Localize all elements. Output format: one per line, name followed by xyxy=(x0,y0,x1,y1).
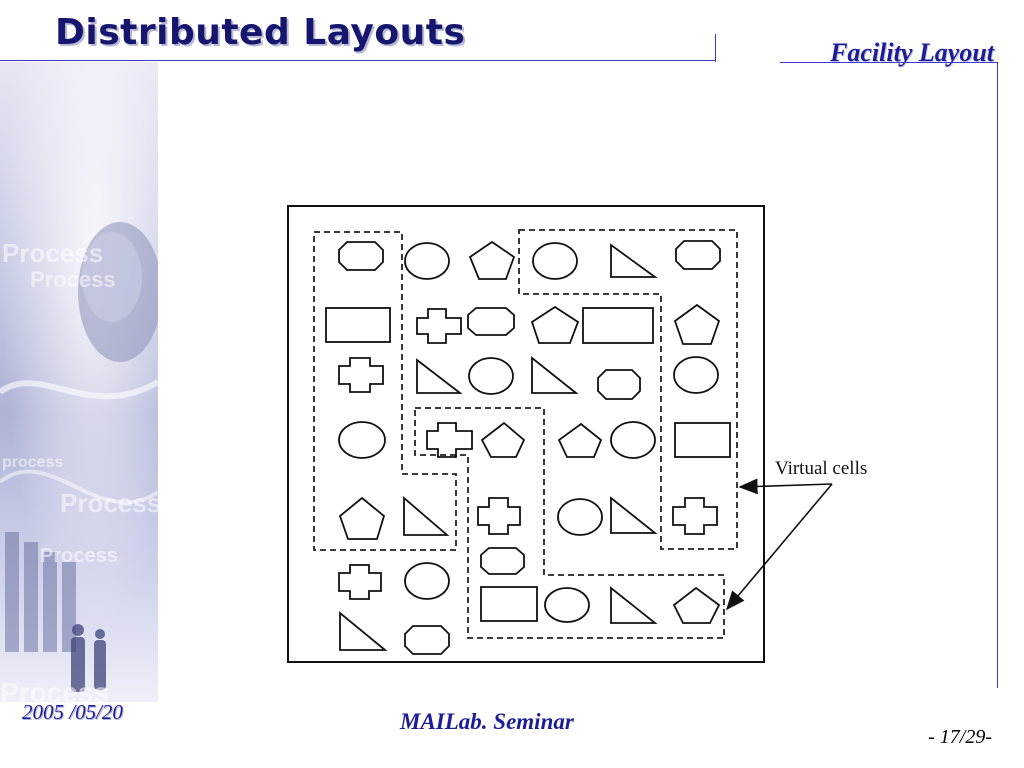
virtual-cells-label: Virtual cells xyxy=(775,458,867,479)
machine-octagon xyxy=(480,547,525,575)
machine-octagon xyxy=(597,369,641,400)
footer-seminar-label: MAILab. Seminar xyxy=(400,709,574,734)
machine-pentagon xyxy=(530,305,580,344)
machine-octagon xyxy=(338,241,384,271)
machine-cross xyxy=(338,357,384,393)
plant-boundary xyxy=(287,205,765,663)
machine-cross xyxy=(672,497,718,535)
watermark-text: Process xyxy=(40,545,118,567)
watermark-text: Process xyxy=(30,267,116,292)
annotation-arrow xyxy=(725,483,833,611)
machine-circle xyxy=(673,356,719,394)
machine-pentagon xyxy=(338,496,386,540)
machine-circle xyxy=(338,421,386,459)
machine-pentagon xyxy=(557,422,603,458)
machine-pentagon xyxy=(673,303,721,345)
watermark-text: Process xyxy=(60,488,158,518)
watermark-text: process xyxy=(2,454,63,471)
machine-pentagon xyxy=(468,240,516,280)
layout-diagram-svg: Virtual cells xyxy=(287,205,867,663)
machine-triangle xyxy=(416,358,463,394)
virtual-cell xyxy=(518,229,738,550)
right-margin-rule xyxy=(997,62,998,688)
machine-pentagon xyxy=(480,421,526,458)
watermark-text: Process xyxy=(0,677,109,702)
machine-pentagon xyxy=(672,586,721,624)
machine-triangle xyxy=(610,586,658,624)
machine-circle xyxy=(544,587,590,623)
machine-circle xyxy=(404,562,450,600)
machine-octagon xyxy=(467,307,515,336)
process-collage-image: Process Process process Process Process … xyxy=(0,62,158,702)
header-right-rule xyxy=(780,62,998,63)
machine-rectangle xyxy=(325,307,391,343)
distributed-layout-diagram: Virtual cells xyxy=(284,200,904,675)
machine-cross xyxy=(426,422,473,458)
machine-triangle xyxy=(531,356,579,394)
slide-date: 2005 /05/20 xyxy=(22,700,123,724)
machine-rectangle xyxy=(480,586,538,622)
machine-rectangle xyxy=(582,307,654,344)
annotation-arrow xyxy=(738,478,833,495)
machine-circle xyxy=(557,498,603,536)
machine-triangle xyxy=(339,611,388,651)
virtual-cell xyxy=(414,407,725,639)
slide-title: Distributed Layouts xyxy=(55,12,466,53)
machine-octagon xyxy=(404,625,450,655)
machine-symbols xyxy=(325,240,731,655)
machine-cross xyxy=(477,497,521,535)
section-label: Facility Layout xyxy=(830,38,994,67)
machine-triangle xyxy=(610,496,658,534)
header-divider-tick xyxy=(715,34,716,62)
page-number: - 17/29- xyxy=(928,726,992,748)
header-rule xyxy=(0,60,716,61)
machine-rectangle xyxy=(674,422,731,458)
machine-triangle xyxy=(610,243,658,278)
virtual-cell xyxy=(313,231,457,551)
machine-circle xyxy=(610,421,656,459)
sidebar-decorative-art: Process Process process Process Process … xyxy=(0,62,158,702)
machine-triangle xyxy=(403,496,450,536)
machine-cross xyxy=(416,308,462,344)
machine-circle xyxy=(404,242,450,280)
machine-cross xyxy=(338,564,382,600)
machine-circle xyxy=(532,242,578,280)
machine-octagon xyxy=(675,240,721,270)
machine-circle xyxy=(468,357,514,395)
watermark-text: Process xyxy=(2,238,103,268)
